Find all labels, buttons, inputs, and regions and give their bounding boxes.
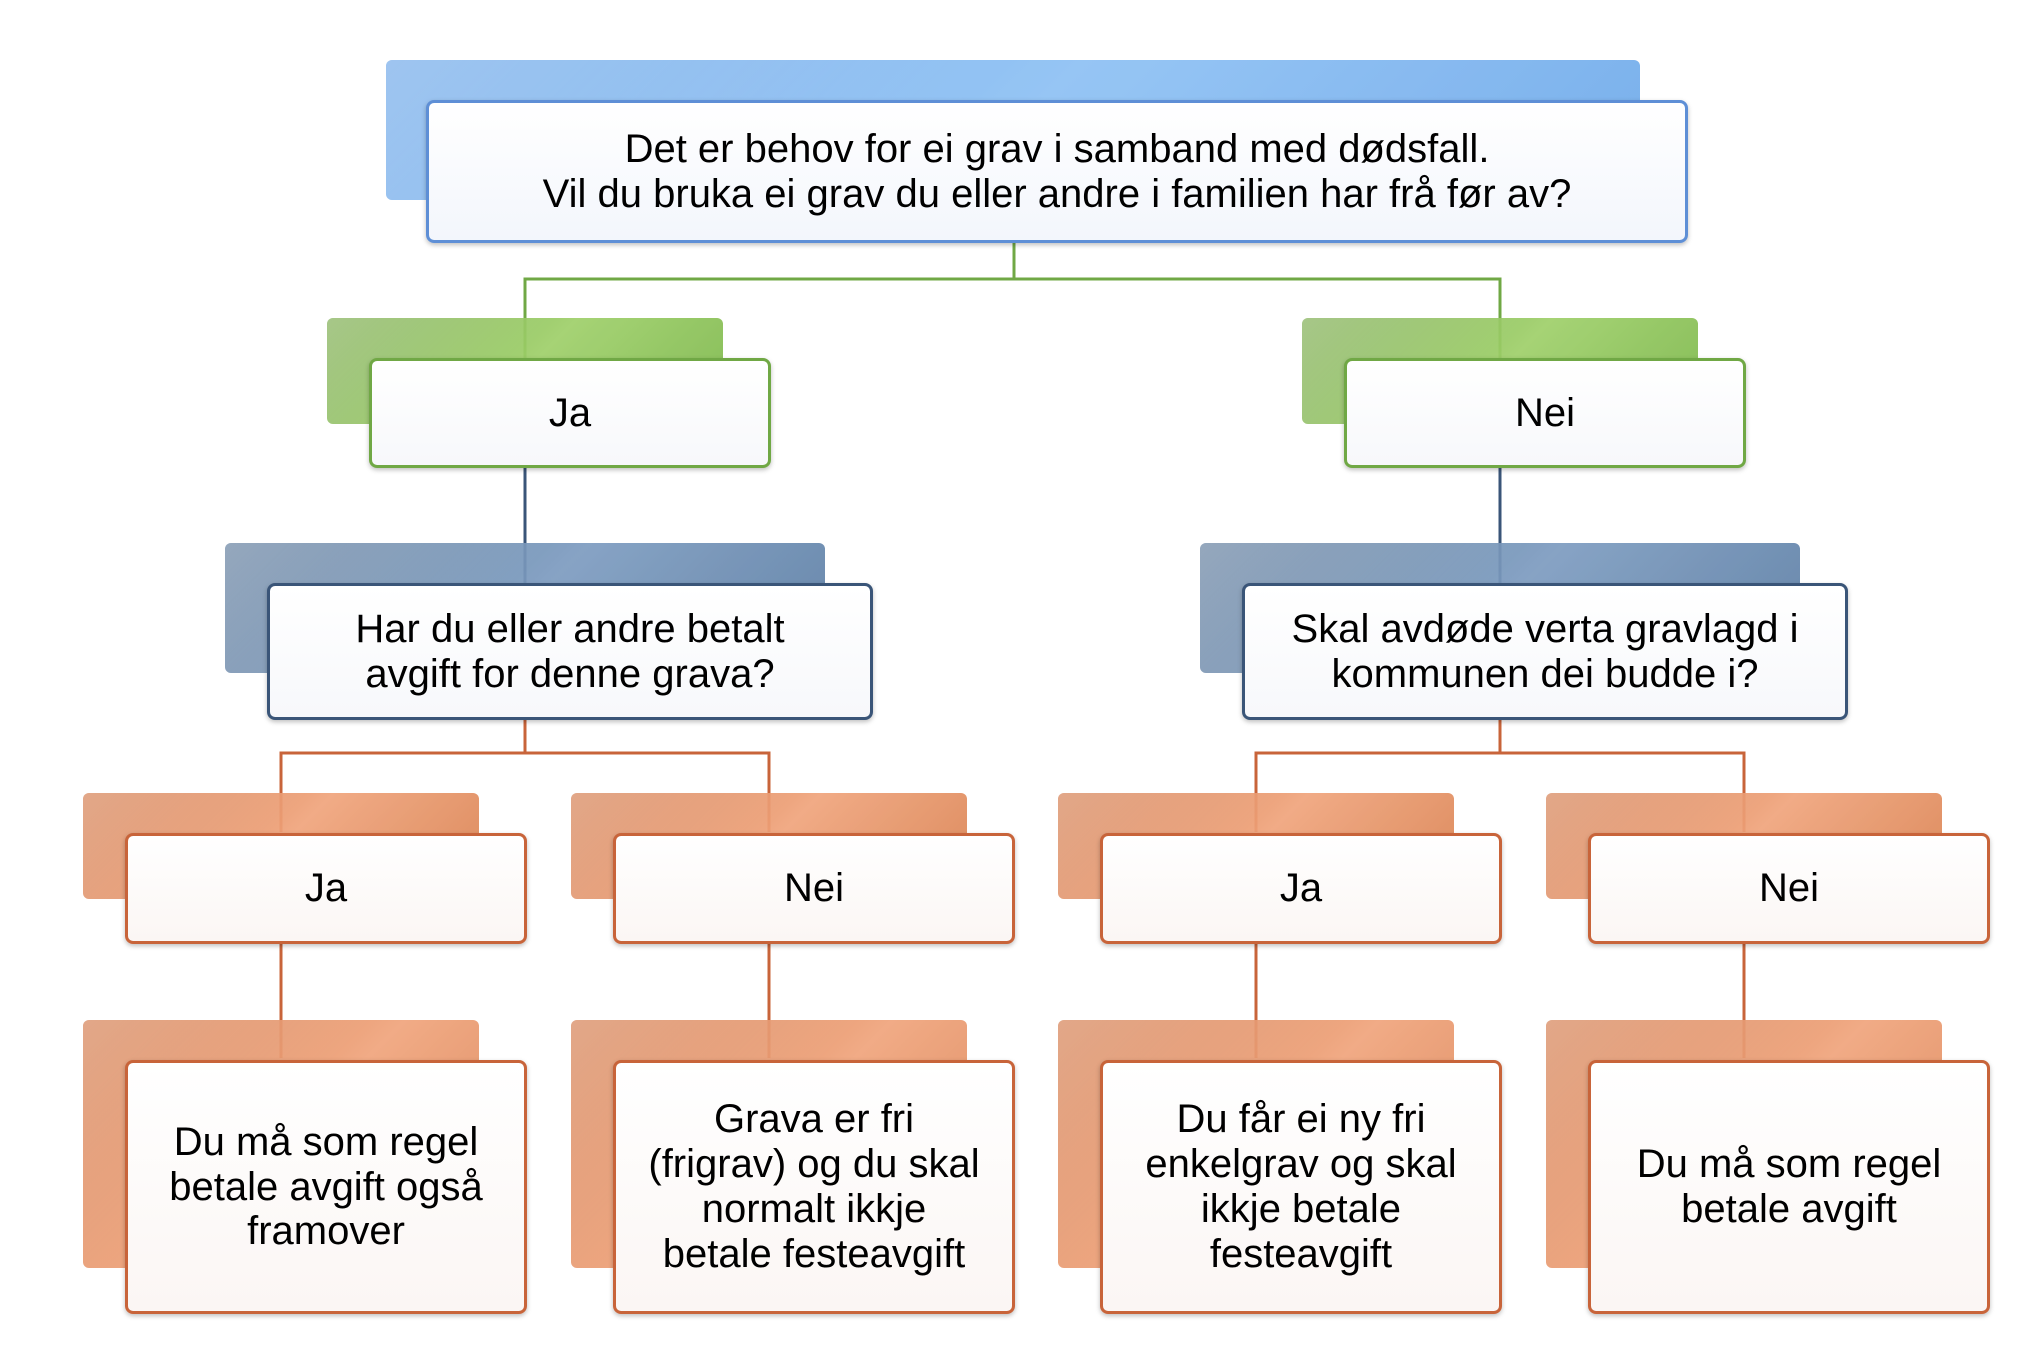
right-no-answer-text: Nei bbox=[1588, 833, 1990, 944]
right-no-outcome-node: Du må som regel betale avgift bbox=[1546, 1020, 1990, 1314]
connector-left-question-to-answers bbox=[279, 718, 527, 832]
left-yes-outcome-node: Du må som regel betale avgift også framo… bbox=[83, 1020, 527, 1314]
right-no-outcome-text: Du må som regel betale avgift bbox=[1588, 1060, 1990, 1314]
right-yes-answer-text: Ja bbox=[1100, 833, 1502, 944]
right-yes-answer-node: Ja bbox=[1058, 793, 1502, 945]
left-no-outcome-node: Grava er fri (frigrav) og du skal normal… bbox=[571, 1020, 1015, 1314]
right-question-node: Skal avdøde verta gravlagd i kommunen de… bbox=[1200, 543, 1848, 721]
left-answer-ja-node: Ja bbox=[327, 318, 771, 468]
right-yes-outcome-node: Du får ei ny fri enkelgrav og skal ikkje… bbox=[1058, 1020, 1502, 1314]
left-yes-outcome-text: Du må som regel betale avgift også framo… bbox=[125, 1060, 527, 1314]
left-no-answer-node: Nei bbox=[571, 793, 1015, 945]
right-yes-outcome-text: Du får ei ny fri enkelgrav og skal ikkje… bbox=[1100, 1060, 1502, 1314]
root-question-node: Det er behov for ei grav i samband med d… bbox=[386, 60, 1688, 244]
right-answer-nei-node: Nei bbox=[1302, 318, 1746, 468]
left-question-text: Har du eller andre betalt avgift for den… bbox=[267, 583, 873, 720]
left-no-answer-text: Nei bbox=[613, 833, 1015, 944]
right-answer-nei-text: Nei bbox=[1344, 358, 1746, 468]
left-answer-ja-text: Ja bbox=[369, 358, 771, 468]
root-question-text: Det er behov for ei grav i samband med d… bbox=[426, 100, 1688, 243]
left-yes-answer-node: Ja bbox=[83, 793, 527, 945]
right-question-text: Skal avdøde verta gravlagd i kommunen de… bbox=[1242, 583, 1848, 720]
left-question-node: Har du eller andre betalt avgift for den… bbox=[225, 543, 873, 721]
connector-right-question-to-answers bbox=[1254, 718, 1502, 832]
left-yes-answer-text: Ja bbox=[125, 833, 527, 944]
right-no-answer-node: Nei bbox=[1546, 793, 1990, 945]
left-no-outcome-text: Grava er fri (frigrav) og du skal normal… bbox=[613, 1060, 1015, 1314]
